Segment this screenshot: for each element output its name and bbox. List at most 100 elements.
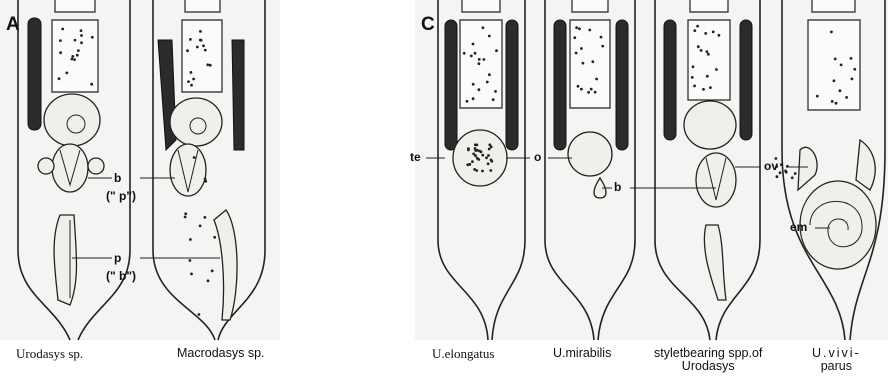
stipple-dot xyxy=(207,279,210,282)
stipple-dot xyxy=(470,55,473,58)
stipple-dot xyxy=(850,57,853,60)
ovary xyxy=(453,130,507,186)
stipple-dot xyxy=(199,30,202,33)
stipple-dot xyxy=(211,270,214,273)
stipple-dot xyxy=(776,175,779,178)
stipple-dot xyxy=(706,75,709,78)
stipple-dot xyxy=(200,39,203,42)
stipple-dot xyxy=(204,49,207,52)
stipple-dot xyxy=(839,89,842,92)
stipple-dot xyxy=(575,26,578,29)
stipple-dot xyxy=(487,162,490,165)
animal-u-viviparus xyxy=(782,0,885,340)
bursa xyxy=(170,144,206,196)
label-bursa-c: b xyxy=(614,181,621,193)
stipple-dot xyxy=(193,156,196,159)
caption-urodasys: Urodasys sp. xyxy=(16,347,83,361)
ovary xyxy=(44,94,100,146)
stipple-dot xyxy=(715,68,718,71)
stipple-dot xyxy=(472,83,475,86)
stipple-dot xyxy=(816,95,819,98)
stipple-dot xyxy=(190,273,193,276)
stipple-dot xyxy=(488,73,491,76)
stipple-dot xyxy=(780,163,783,166)
stipple-dot xyxy=(601,45,604,48)
stipple-dot xyxy=(80,29,83,32)
stipple-dot xyxy=(184,212,187,215)
stipple-dot xyxy=(573,36,576,39)
stipple-dot xyxy=(587,91,590,94)
stipple-dot xyxy=(196,46,199,49)
stipple-dot xyxy=(492,98,495,101)
stipple-dot xyxy=(206,63,209,66)
stipple-dot xyxy=(835,102,838,105)
stipple-dot xyxy=(71,55,74,58)
stipple-dot xyxy=(488,143,491,146)
stipple-dot xyxy=(483,58,486,61)
stipple-dot xyxy=(73,58,76,61)
ovary-left xyxy=(798,147,817,190)
stipple-dot xyxy=(697,45,700,48)
stipple-dot xyxy=(840,64,843,67)
stipple-dot xyxy=(692,65,695,68)
stipple-dot xyxy=(577,85,580,88)
embryo xyxy=(800,181,876,269)
stipple-dot xyxy=(481,170,484,173)
stipple-dot xyxy=(204,216,207,219)
stipple-dot xyxy=(198,313,201,316)
stipple-dot xyxy=(189,259,192,262)
stylet-organ xyxy=(704,225,726,300)
label-ovary: o xyxy=(534,151,541,163)
stipple-dot xyxy=(478,58,481,61)
stipple-dot xyxy=(189,238,192,241)
penis-organ xyxy=(54,215,76,305)
stipple-dot xyxy=(495,49,498,52)
stipple-dot xyxy=(472,153,475,156)
stipple-dot xyxy=(474,147,477,150)
figure-drawings xyxy=(0,0,888,340)
stipple-dot xyxy=(693,85,696,88)
caption-u-viviparus-line2: parus xyxy=(812,360,861,373)
stipple-dot xyxy=(696,25,699,28)
stipple-dot xyxy=(187,80,190,83)
caption-u-elongatus: U.elongatus xyxy=(432,347,494,361)
stipple-dot xyxy=(851,78,854,81)
stipple-dot xyxy=(59,39,62,42)
stipple-dot xyxy=(575,52,578,55)
stipple-dot xyxy=(466,100,469,103)
stipple-dot xyxy=(580,88,583,91)
stipple-dot xyxy=(485,156,488,159)
stipple-dot xyxy=(590,88,593,91)
stipple-dot xyxy=(489,169,492,172)
ovary xyxy=(170,98,222,146)
stipple-dot xyxy=(488,35,491,38)
stipple-dot xyxy=(853,68,856,71)
stipple-dot xyxy=(90,83,93,86)
label-p-quote: (" p") xyxy=(106,190,136,202)
animal-urodasys-sp xyxy=(18,0,130,340)
label-penis-a: p xyxy=(114,252,121,264)
label-b-quote: (" b") xyxy=(106,270,136,282)
stipple-dot xyxy=(478,88,481,91)
stipple-dot xyxy=(830,31,833,34)
caption-styletbearing: styletbearing spp.of Urodasys xyxy=(654,347,762,373)
stipple-dot xyxy=(192,78,195,81)
stipple-dot xyxy=(204,180,207,183)
animal-macrodasys-sp xyxy=(153,0,265,340)
stipple-dot xyxy=(76,54,79,57)
stipple-dot xyxy=(472,97,475,100)
stipple-dot xyxy=(591,60,594,63)
stipple-dot xyxy=(691,76,694,79)
stipple-dot xyxy=(61,28,64,31)
stipple-dot xyxy=(186,49,189,52)
stipple-dot xyxy=(482,26,485,29)
stipple-dot xyxy=(209,64,212,67)
stipple-dot xyxy=(779,171,782,174)
stipple-dot xyxy=(706,50,709,53)
stipple-dot xyxy=(58,77,61,80)
stipple-dot xyxy=(80,34,83,37)
stipple-dot xyxy=(595,78,598,81)
stipple-dot xyxy=(700,49,703,52)
label-testis: te xyxy=(410,151,421,163)
ovary xyxy=(684,101,736,149)
